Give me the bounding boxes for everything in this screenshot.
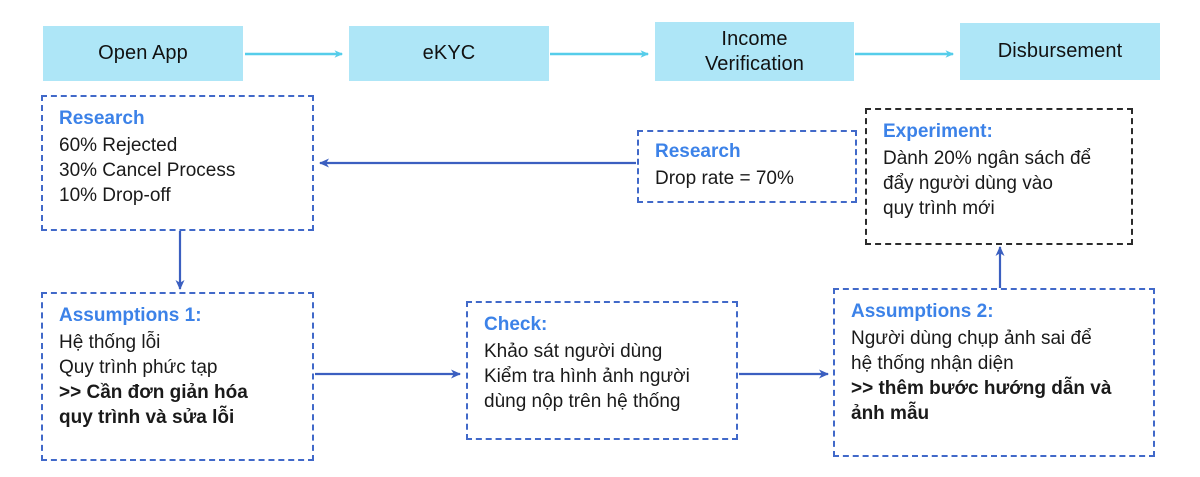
note-experiment-line-1: Dành 20% ngân sách để (883, 147, 1092, 169)
note-experiment-line-2: đẩy người dùng vào (883, 172, 1053, 194)
note-assumptions-1-bold-line-2: quy trình và sửa lỗi (59, 406, 235, 428)
note-assumptions-2-line-2: hệ thống nhận diện (851, 352, 1014, 374)
stage-open-app-label: Open App (98, 42, 188, 65)
stage-ekyc-label: eKYC (422, 42, 476, 65)
note-assumptions-2-bold-line-2: ảnh mẫu (851, 402, 930, 424)
stage-income-verification-label-line2: Verification (704, 52, 805, 75)
stage-disbursement-label: Disbursement (997, 40, 1123, 63)
stage-disbursement[interactable]: Disbursement (960, 23, 1160, 80)
note-research-middle-line-1: Drop rate = 70% (655, 167, 794, 189)
note-assumptions-1-line-2: Quy trình phức tạp (59, 356, 218, 378)
note-assumptions-2-line-1: Người dùng chụp ảnh sai để (851, 327, 1092, 349)
note-research-middle-heading: Research (655, 141, 741, 162)
note-assumptions-1-heading: Assumptions 1: (59, 305, 202, 326)
note-research-middle[interactable]: Research Drop rate = 70% (637, 130, 857, 203)
note-check-line-1: Khảo sát người dùng (484, 340, 663, 362)
note-research-left-line-1: 60% Rejected (59, 134, 178, 156)
stage-ekyc[interactable]: eKYC (349, 26, 549, 81)
note-assumptions-2-bold-line-1: >> thêm bước hướng dẫn và (851, 377, 1112, 399)
note-assumptions-1-line-1: Hệ thống lỗi (59, 331, 161, 353)
note-experiment[interactable]: Experiment: Dành 20% ngân sách để đẩy ng… (865, 108, 1133, 245)
note-research-left[interactable]: Research 60% Rejected 30% Cancel Process… (41, 95, 314, 231)
note-research-left-line-3: 10% Drop-off (59, 184, 171, 206)
note-check-heading: Check: (484, 314, 548, 335)
note-check[interactable]: Check: Khảo sát người dùng Kiểm tra hình… (466, 301, 738, 440)
note-research-left-line-2: 30% Cancel Process (59, 159, 236, 181)
stage-open-app[interactable]: Open App (43, 26, 243, 81)
note-assumptions-2[interactable]: Assumptions 2: Người dùng chụp ảnh sai đ… (833, 288, 1155, 457)
note-assumptions-1[interactable]: Assumptions 1: Hệ thống lỗi Quy trình ph… (41, 292, 314, 461)
note-experiment-line-3: quy trình mới (883, 197, 995, 219)
stage-income-verification[interactable]: Income Verification (655, 22, 854, 81)
note-research-left-heading: Research (59, 108, 145, 129)
note-assumptions-1-bold-line-1: >> Cần đơn giản hóa (59, 381, 248, 403)
note-check-line-3: dùng nộp trên hệ thống (484, 390, 681, 412)
note-experiment-heading: Experiment: (883, 121, 993, 142)
note-check-line-2: Kiểm tra hình ảnh người (484, 365, 690, 387)
stage-income-verification-label-line1: Income (721, 28, 788, 51)
note-assumptions-2-heading: Assumptions 2: (851, 301, 994, 322)
